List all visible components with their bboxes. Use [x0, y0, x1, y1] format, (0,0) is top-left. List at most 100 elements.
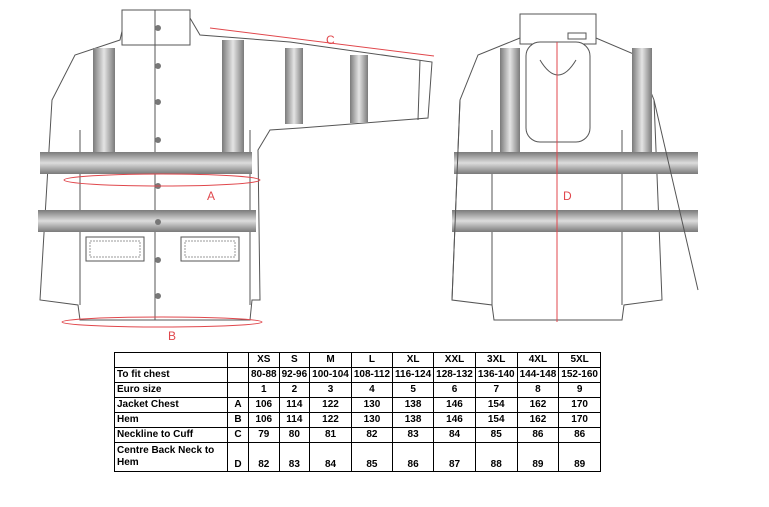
row-code-cell: B [227, 412, 249, 428]
dim-letter-a: A [207, 189, 215, 203]
value-cell: 6 [433, 382, 476, 398]
dim-letter-c: C [326, 33, 335, 47]
value-cell: 116-124 [392, 367, 435, 383]
back-tape-right [632, 48, 652, 152]
value-cell: 154 [474, 412, 518, 428]
value-cell: 100-104 [309, 367, 352, 383]
value-cell: 5 [392, 382, 435, 398]
value-cell: 4 [350, 382, 394, 398]
size-header-cell: XXL [433, 352, 476, 368]
size-header-cell: 5XL [558, 352, 601, 368]
value-cell: 89 [516, 442, 560, 472]
row-code-cell [227, 367, 249, 383]
back-hood-pouch [525, 41, 591, 143]
back-tape-left [500, 48, 520, 152]
value-cell: 122 [309, 412, 352, 428]
value-cell: 138 [392, 412, 435, 428]
size-header-cell: 3XL [474, 352, 518, 368]
front-waist-tape [38, 210, 256, 232]
front-tape-right [222, 40, 244, 152]
value-cell: 1 [248, 382, 280, 398]
value-cell: 85 [350, 442, 394, 472]
value-cell: 2 [278, 382, 311, 398]
row-label-cell: Neckline to Cuff [114, 427, 228, 443]
back-sleeve-right [653, 99, 699, 291]
value-cell: 88 [474, 442, 518, 472]
row-label-cell: To fit chest [114, 367, 228, 383]
row-label-cell: Euro size [114, 382, 228, 398]
value-cell: 86 [558, 427, 601, 443]
value-cell: 86 [392, 442, 435, 472]
value-cell: 86 [516, 427, 560, 443]
value-cell: 106 [248, 412, 280, 428]
value-cell: 80 [278, 427, 311, 443]
row-code-cell [227, 382, 249, 398]
value-cell: 146 [433, 412, 476, 428]
row-label-cell: Jacket Chest [114, 397, 228, 413]
front-sleeve-tape-2 [350, 55, 368, 123]
size-header-cell: XL [392, 352, 435, 368]
value-cell: 170 [558, 412, 601, 428]
front-tape-left [93, 48, 115, 152]
value-cell: 82 [248, 442, 280, 472]
value-cell: 122 [309, 397, 352, 413]
value-cell: 9 [558, 382, 601, 398]
value-cell: 83 [392, 427, 435, 443]
value-cell: 92-96 [278, 367, 311, 383]
value-cell: 144-148 [516, 367, 560, 383]
front-dimensions [61, 27, 435, 328]
header-code-cell [227, 352, 249, 368]
value-cell: 114 [278, 397, 311, 413]
value-cell: 138 [392, 397, 435, 413]
value-cell: 85 [474, 427, 518, 443]
dim-b-line [61, 316, 263, 328]
header-label-cell [114, 352, 228, 368]
row-code-cell: D [227, 442, 249, 472]
value-cell: 84 [433, 427, 476, 443]
value-cell: 106 [248, 397, 280, 413]
value-cell: 8 [516, 382, 560, 398]
back-waist-tape [452, 210, 698, 232]
size-header-cell: L [350, 352, 394, 368]
value-cell: 83 [278, 442, 311, 472]
dim-letter-d: D [563, 189, 572, 203]
value-cell: 170 [558, 397, 601, 413]
back-chest-tape [454, 152, 698, 174]
value-cell: 81 [309, 427, 352, 443]
size-header-cell: 4XL [516, 352, 560, 368]
value-cell: 152-160 [558, 367, 601, 383]
value-cell: 84 [309, 442, 352, 472]
dim-c-line [209, 27, 435, 57]
size-header-cell: M [309, 352, 352, 368]
value-cell: 162 [516, 397, 560, 413]
dim-a-line [63, 173, 261, 187]
value-cell: 136-140 [474, 367, 518, 383]
value-cell: 162 [516, 412, 560, 428]
size-header-cell: XS [248, 352, 280, 368]
size-header-cell: S [278, 352, 311, 368]
value-cell: 130 [350, 397, 394, 413]
back-sleeve-left [451, 99, 461, 301]
row-code-cell: C [227, 427, 249, 443]
row-label-cell: Hem [114, 412, 228, 428]
value-cell: 128-132 [433, 367, 476, 383]
value-cell: 108-112 [350, 367, 394, 383]
front-chest-tape [40, 152, 252, 174]
value-cell: 146 [433, 397, 476, 413]
value-cell: 82 [350, 427, 394, 443]
front-sleeve-tape-1 [285, 48, 303, 124]
row-label-cell: Centre Back Neck to Hem [114, 442, 228, 472]
value-cell: 89 [558, 442, 601, 472]
value-cell: 3 [309, 382, 352, 398]
value-cell: 7 [474, 382, 518, 398]
value-cell: 79 [248, 427, 280, 443]
value-cell: 87 [433, 442, 476, 472]
value-cell: 130 [350, 412, 394, 428]
